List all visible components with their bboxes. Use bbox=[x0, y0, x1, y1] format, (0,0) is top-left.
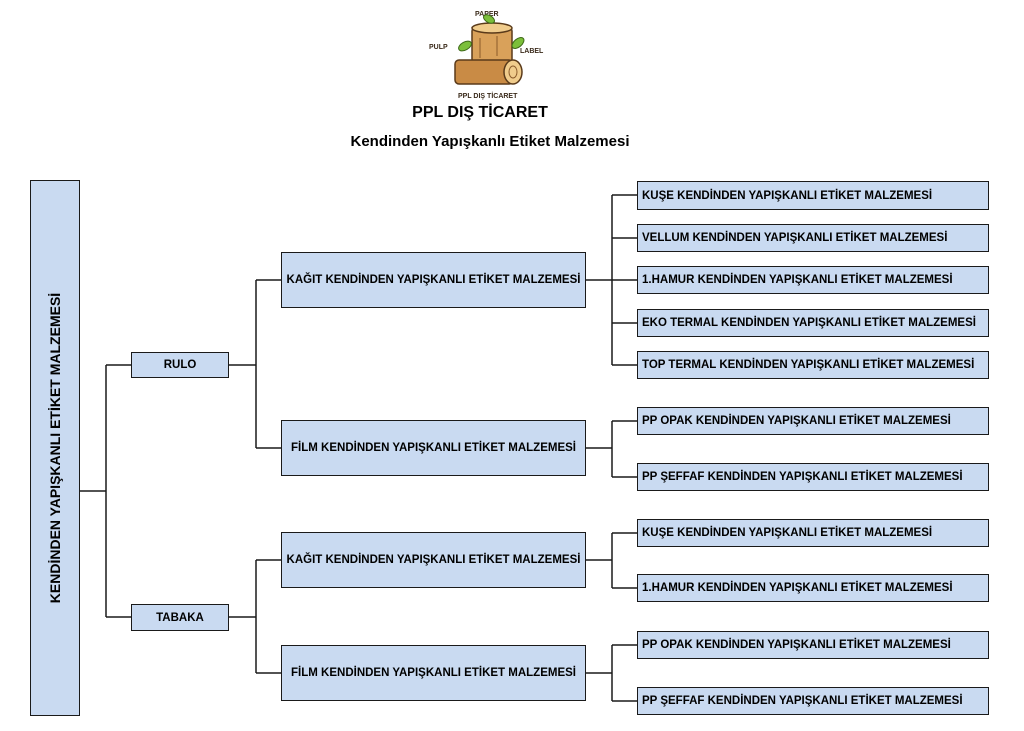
node-tabaka-kagit-label: KAĞIT KENDİNDEN YAPIŞKANLI ETİKET MALZEM… bbox=[286, 554, 581, 566]
leaf-rulo-kagit-top-termal: TOP TERMAL KENDİNDEN YAPIŞKANLI ETİKET M… bbox=[637, 351, 989, 379]
leaf-label: VELLUM KENDİNDEN YAPIŞKANLI ETİKET MALZE… bbox=[642, 232, 948, 244]
page-title: PPL DIŞ TİCARET bbox=[412, 104, 548, 121]
leaf-rulo-kagit-1hamur: 1.HAMUR KENDİNDEN YAPIŞKANLI ETİKET MALZ… bbox=[637, 266, 989, 294]
root-node: KENDİNDEN YAPIŞKANLI ETİKET MALZEMESİ bbox=[30, 180, 80, 716]
leaf-rulo-film-pp-seffaf: PP ŞEFFAF KENDİNDEN YAPIŞKANLI ETİKET MA… bbox=[637, 463, 989, 491]
leaf-rulo-film-pp-opak: PP OPAK KENDİNDEN YAPIŞKANLI ETİKET MALZ… bbox=[637, 407, 989, 435]
root-node-label: KENDİNDEN YAPIŞKANLI ETİKET MALZEMESİ bbox=[47, 292, 63, 604]
leaf-label: PP ŞEFFAF KENDİNDEN YAPIŞKANLI ETİKET MA… bbox=[642, 695, 963, 707]
leaf-rulo-kagit-kuse: KUŞE KENDİNDEN YAPIŞKANLI ETİKET MALZEME… bbox=[637, 181, 989, 210]
node-rulo-film-label: FİLM KENDİNDEN YAPIŞKANLI ETİKET MALZEME… bbox=[291, 442, 576, 454]
node-tabaka-label: TABAKA bbox=[156, 611, 204, 624]
node-rulo-kagit-label: KAĞIT KENDİNDEN YAPIŞKANLI ETİKET MALZEM… bbox=[286, 274, 581, 286]
leaf-label: PP ŞEFFAF KENDİNDEN YAPIŞKANLI ETİKET MA… bbox=[642, 471, 963, 483]
logo-text-left: PULP bbox=[429, 44, 448, 51]
page-subtitle: Kendinden Yapışkanlı Etiket Malzemesi bbox=[350, 133, 630, 150]
node-tabaka: TABAKA bbox=[131, 604, 229, 631]
node-tabaka-film: FİLM KENDİNDEN YAPIŞKANLI ETİKET MALZEME… bbox=[281, 645, 586, 701]
node-rulo: RULO bbox=[131, 352, 229, 378]
leaf-tabaka-kagit-kuse: KUŞE KENDİNDEN YAPIŞKANLI ETİKET MALZEME… bbox=[637, 519, 989, 547]
node-tabaka-kagit: KAĞIT KENDİNDEN YAPIŞKANLI ETİKET MALZEM… bbox=[281, 532, 586, 588]
leaf-tabaka-film-pp-seffaf: PP ŞEFFAF KENDİNDEN YAPIŞKANLI ETİKET MA… bbox=[637, 687, 989, 715]
node-rulo-label: RULO bbox=[163, 359, 197, 371]
leaf-label: TOP TERMAL KENDİNDEN YAPIŞKANLI ETİKET M… bbox=[642, 359, 975, 371]
leaf-label: 1.HAMUR KENDİNDEN YAPIŞKANLI ETİKET MALZ… bbox=[642, 582, 953, 594]
leaf-tabaka-film-pp-opak: PP OPAK KENDİNDEN YAPIŞKANLI ETİKET MALZ… bbox=[637, 631, 989, 659]
node-rulo-film: FİLM KENDİNDEN YAPIŞKANLI ETİKET MALZEME… bbox=[281, 420, 586, 476]
logo-text-bottom: PPL DIŞ TİCARET bbox=[458, 92, 518, 100]
logo-text-right: LABEL bbox=[520, 48, 544, 55]
leaf-label: KUŞE KENDİNDEN YAPIŞKANLI ETİKET MALZEME… bbox=[642, 189, 933, 202]
company-logo: PAPER PULP LABEL PPL DIŞ TİCARET bbox=[429, 11, 544, 100]
leaf-label: 1.HAMUR KENDİNDEN YAPIŞKANLI ETİKET MALZ… bbox=[642, 274, 953, 286]
node-rulo-kagit: KAĞIT KENDİNDEN YAPIŞKANLI ETİKET MALZEM… bbox=[281, 252, 586, 308]
leaf-label: PP OPAK KENDİNDEN YAPIŞKANLI ETİKET MALZ… bbox=[642, 415, 951, 427]
leaf-tabaka-kagit-1hamur: 1.HAMUR KENDİNDEN YAPIŞKANLI ETİKET MALZ… bbox=[637, 574, 989, 602]
leaf-rulo-kagit-eko-termal: EKO TERMAL KENDİNDEN YAPIŞKANLI ETİKET M… bbox=[637, 309, 989, 337]
leaf-label: PP OPAK KENDİNDEN YAPIŞKANLI ETİKET MALZ… bbox=[642, 639, 951, 651]
leaf-rulo-kagit-vellum: VELLUM KENDİNDEN YAPIŞKANLI ETİKET MALZE… bbox=[637, 224, 989, 252]
leaf-label: EKO TERMAL KENDİNDEN YAPIŞKANLI ETİKET M… bbox=[642, 317, 976, 329]
leaf-label: KUŞE KENDİNDEN YAPIŞKANLI ETİKET MALZEME… bbox=[642, 527, 933, 539]
node-tabaka-film-label: FİLM KENDİNDEN YAPIŞKANLI ETİKET MALZEME… bbox=[291, 667, 576, 679]
